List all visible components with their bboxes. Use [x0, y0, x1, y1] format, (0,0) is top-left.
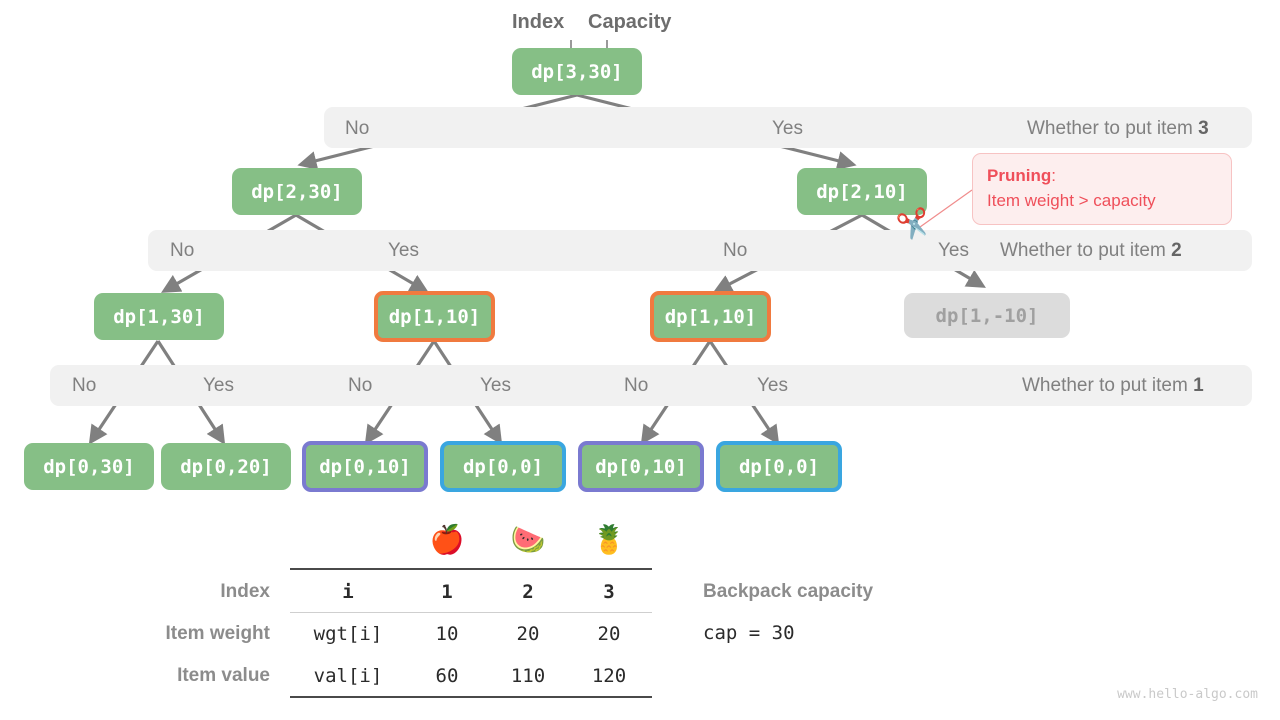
table-index-1: 1 — [441, 581, 453, 603]
band3-choice-yes-3: Yes — [757, 375, 788, 396]
table-key-i: i — [342, 581, 354, 603]
pruning-title-row: Pruning: — [987, 164, 1217, 189]
table-rule-bottom — [290, 696, 652, 698]
band2-choice-no-1: No — [170, 240, 195, 261]
tree-node-1-neg10-pruned: dp[1,-10] — [904, 293, 1070, 338]
leaf-node-0-10-b[interactable]: dp[0,10] — [578, 441, 704, 492]
band3-right-num: 1 — [1193, 375, 1204, 396]
tree-node-1-10-b[interactable]: dp[1,10] — [650, 291, 771, 342]
tree-node-2-30[interactable]: dp[2,30] — [232, 168, 362, 215]
pruning-callout: Pruning: Item weight > capacity — [972, 153, 1232, 225]
pruning-title: Pruning — [987, 166, 1052, 185]
band3-choice-yes-2: Yes — [480, 375, 511, 396]
item-table: 🍎 🍉 🍍 Index i 1 2 3 Item weight wgt[i] 1… — [0, 508, 1280, 720]
band1-right-text: Whether to put item — [1027, 118, 1199, 139]
table-index-2: 2 — [522, 581, 534, 603]
pruning-colon: : — [1051, 166, 1056, 185]
table-key-wgt: wgt[i] — [313, 623, 383, 645]
decision-band-item2 — [148, 230, 1252, 271]
table-val-2: 110 — [510, 665, 546, 687]
table-row-header-index: Index — [220, 581, 270, 602]
watermark: www.hello-algo.com — [1117, 687, 1258, 702]
band3-choice-no-2: No — [348, 375, 373, 396]
decision-band-item3 — [324, 107, 1252, 148]
band3-choice-no-1: No — [72, 375, 97, 396]
table-rule-top — [290, 568, 652, 570]
band2-choice-no-2: No — [723, 240, 748, 261]
item-emoji-watermelon: 🍉 — [510, 524, 546, 555]
band1-right-num: 3 — [1198, 118, 1209, 139]
table-wgt-1: 10 — [435, 623, 459, 645]
header-capacity-label: Capacity — [588, 11, 672, 33]
band3-choice-yes-1: Yes — [203, 375, 234, 396]
item-emoji-pineapple: 🍍 — [591, 524, 627, 555]
leaf-node-0-10-a[interactable]: dp[0,10] — [302, 441, 428, 492]
leaf-node-0-30[interactable]: dp[0,30] — [24, 443, 154, 490]
tree-node-1-30[interactable]: dp[1,30] — [94, 293, 224, 340]
header-index-label: Index — [512, 11, 565, 33]
leaf-node-0-20[interactable]: dp[0,20] — [161, 443, 291, 490]
table-val-3: 120 — [591, 665, 627, 687]
table-row-header-value: Item value — [177, 665, 270, 686]
table-val-1: 60 — [435, 665, 459, 687]
band3-right-text: Whether to put item — [1022, 375, 1194, 396]
table-row-header-weight: Item weight — [165, 623, 270, 644]
decision-band-item1 — [50, 365, 1252, 406]
tree-node-root[interactable]: dp[3,30] — [512, 48, 642, 95]
band2-right-label: Whether to put item 2 — [1000, 241, 1182, 260]
pruning-reason: Item weight > capacity — [987, 190, 1156, 210]
tree-node-2-10[interactable]: dp[2,10] — [797, 168, 927, 215]
band1-choice-yes: Yes — [772, 118, 803, 139]
band3-choice-no-3: No — [624, 375, 649, 396]
table-wgt-2: 20 — [516, 623, 540, 645]
band3-right-label: Whether to put item 1 — [1022, 376, 1204, 395]
backpack-capacity-value: cap = 30 — [703, 622, 795, 644]
band2-right-text: Whether to put item — [1000, 240, 1172, 261]
band2-choice-yes-2: Yes — [938, 240, 969, 261]
band1-right-label: Whether to put item 3 — [1027, 119, 1209, 138]
table-wgt-3: 20 — [597, 623, 621, 645]
item-emoji-apple: 🍎 — [429, 524, 465, 555]
band1-choice-no: No — [345, 118, 370, 139]
tree-node-1-10-a[interactable]: dp[1,10] — [374, 291, 495, 342]
leaf-node-0-0-b[interactable]: dp[0,0] — [716, 441, 842, 492]
band2-choice-yes-1: Yes — [388, 240, 419, 261]
table-index-3: 3 — [603, 581, 615, 603]
band2-right-num: 2 — [1171, 240, 1182, 261]
backpack-capacity-title: Backpack capacity — [703, 581, 874, 602]
leaf-node-0-0-a[interactable]: dp[0,0] — [440, 441, 566, 492]
table-rule-mid — [290, 612, 652, 613]
table-key-val: val[i] — [313, 665, 383, 687]
